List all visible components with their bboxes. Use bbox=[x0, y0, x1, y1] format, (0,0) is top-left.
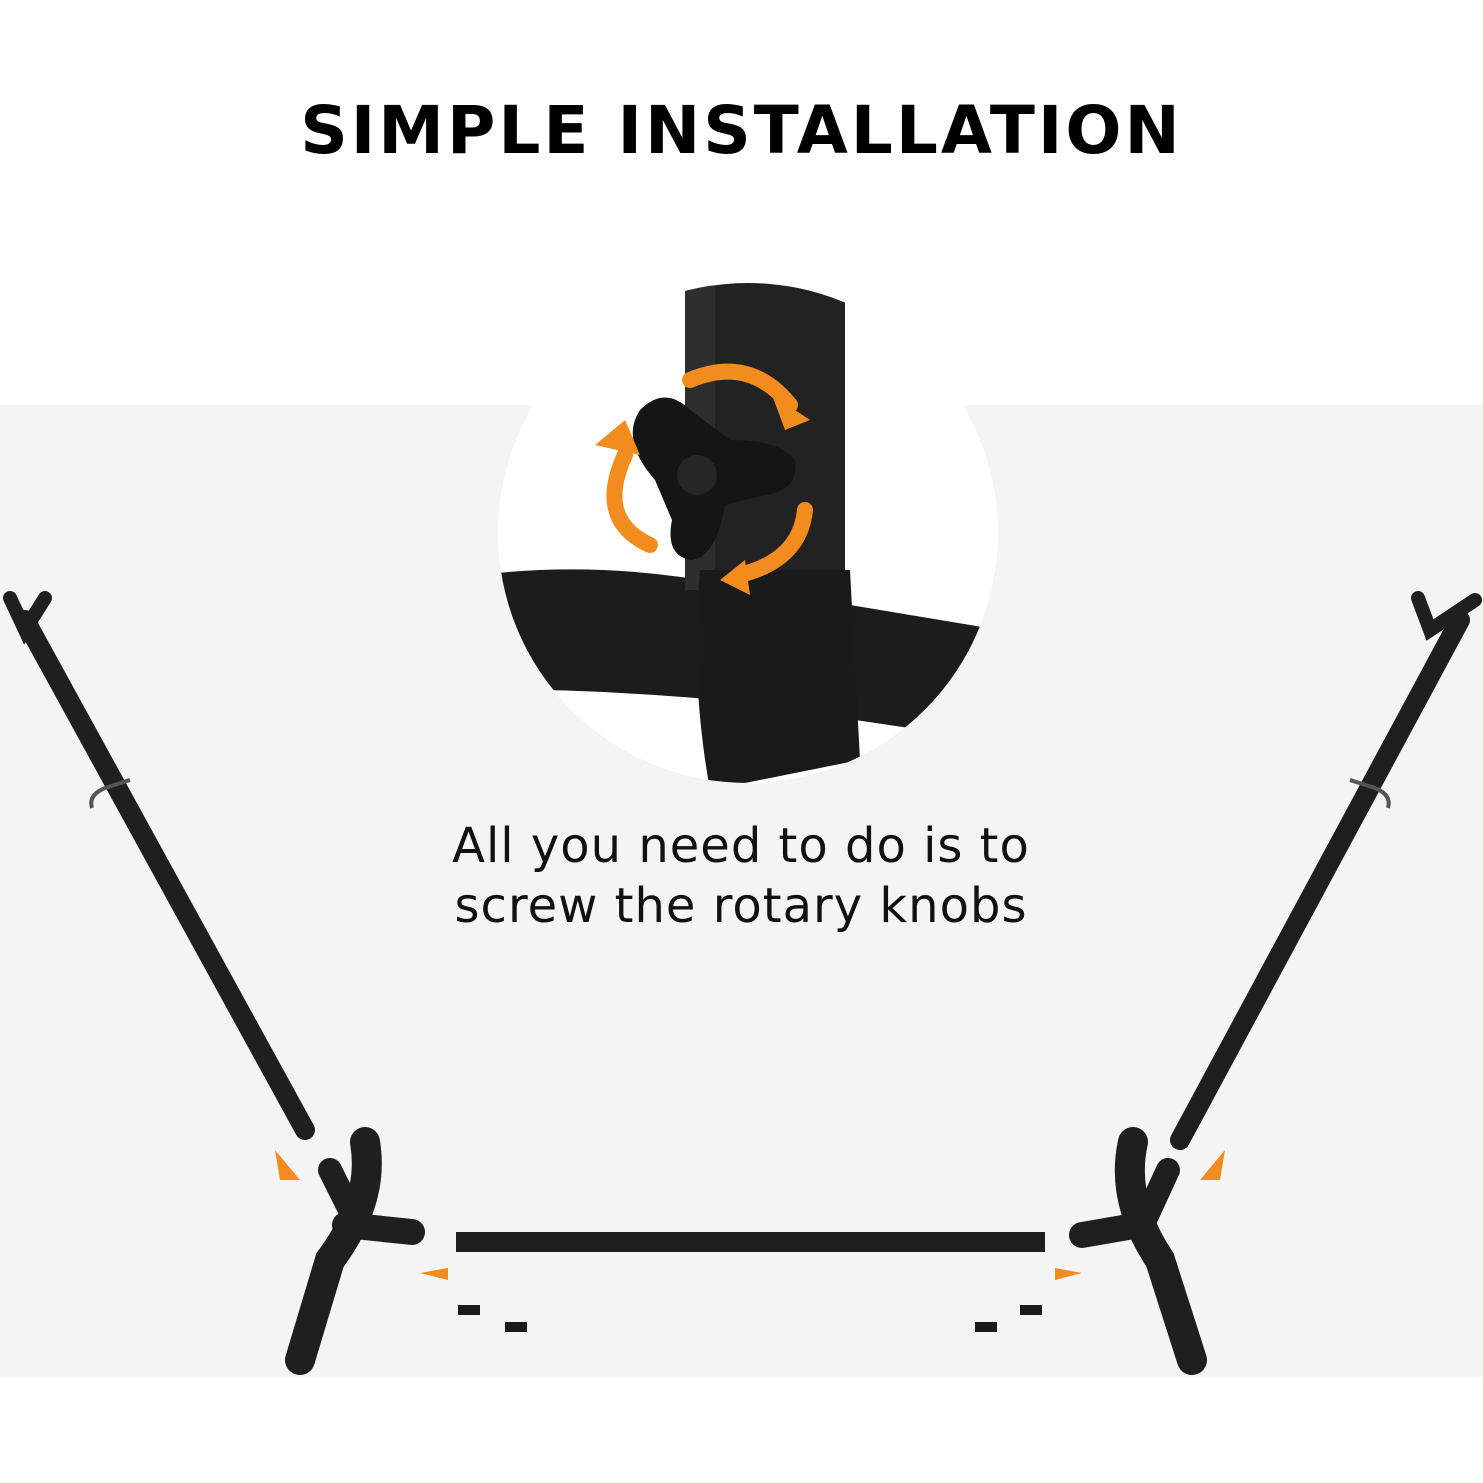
rotary-knob-icon bbox=[632, 397, 796, 560]
hook-icon bbox=[1349, 778, 1391, 809]
joint-sleeve bbox=[696, 570, 860, 783]
spare-knobs bbox=[458, 1305, 1042, 1332]
rotate-arrow-icon bbox=[606, 363, 813, 583]
caption: All you need to do is to screw the rotar… bbox=[391, 816, 1091, 936]
left-base bbox=[285, 1127, 425, 1375]
right-base bbox=[1069, 1127, 1207, 1375]
left-upright-pole bbox=[3, 591, 315, 1140]
caption-line-2: screw the rotary knobs bbox=[454, 878, 1028, 934]
page-title: SIMPLE INSTALLATION bbox=[300, 92, 1183, 169]
right-upright-pole bbox=[1170, 591, 1482, 1150]
arrowheads bbox=[595, 395, 810, 595]
caption-line-1: All you need to do is to bbox=[452, 818, 1030, 874]
hook-icon bbox=[89, 778, 131, 809]
insert-arrow-icon bbox=[275, 1150, 1225, 1280]
detail-inset bbox=[498, 283, 998, 783]
